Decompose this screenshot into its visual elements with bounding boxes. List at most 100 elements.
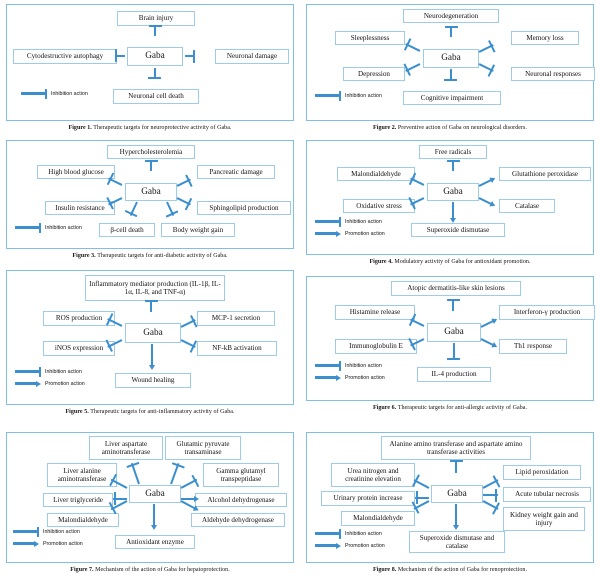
figure-7-panel: Gaba Liver aspartate aminotransferase Gl… [6,432,294,563]
legend-label-promotion: Promotion action [45,380,85,387]
legend-label-inhibition: Inhibition action [43,528,80,535]
figure-1-legend-inhibition: Inhibition action [21,88,88,99]
figure-7-connector-top-left [125,461,141,485]
figure-8-connector-upper-right [482,474,501,490]
figure-2-panel: Gaba Neurodegeneration Sleeplessness Mem… [306,4,595,121]
figure-6-legend-promotion: Promotion action [315,373,385,382]
figure-6-node-il-4-production: IL-4 production [417,367,491,382]
figure-3-node-hypercholesterolemia: Hypercholesterolemia [107,145,195,159]
figure-6-caption: Figure 6. Therapeutic targets for anti-a… [372,404,528,411]
figure-6-node-atopic-dermatitis-like-skin-lesions: Atopic dermatitis-like skin lesions [391,281,521,296]
figure-2-caption: Figure 2. Preventive action of Gaba on n… [373,124,527,131]
figure-8-node-urinary-protein-increase: Urinary protein increase [321,491,415,506]
figure-4-legend-inhibition: Inhibition action [315,216,385,227]
figure-5-panel: Gaba Inflammatory mediator production (I… [6,270,294,405]
figure-2-legend: Inhibition action [315,90,382,101]
figure-4-connector-upper-right [478,175,497,188]
figure-6: Gaba Atopic dermatitis-like skin lesions… [306,276,595,412]
figure-2-node-memory-loss: Memory loss [511,31,579,45]
figure-6-node-histamine-release: Histamine release [335,305,415,320]
figure-7-legend: Inhibition action Promotion action [13,526,83,548]
figure-6-legend: Inhibition action Promotion action [315,360,385,382]
figure-2-legend-inhibition: Inhibition action [315,90,382,101]
figure-1-center-node: Gaba [127,47,183,66]
figure-3-center-node: Gaba [125,183,177,201]
legend-label-inhibition: Inhibition action [45,224,82,231]
promotion-symbol-icon [315,229,341,238]
figure-3-panel: Gaba Hypercholesterolemia High blood glu… [6,140,294,249]
figure-8-node-acute-tubular-necrosis: Acute tubular necrosis [503,487,591,502]
figure-8-center-node: Gaba [431,485,483,503]
figure-8-connector-upper-left [411,474,430,490]
figure-6-connector-lower-right [480,337,499,350]
figure-4-connector-lower-right [478,196,497,209]
legend-label-inhibition: Inhibition action [345,530,382,537]
figure-5-connector-upper-right [180,314,198,329]
figure-7-node-antioxidant-enzyme: Antioxidant enzyme [115,535,195,549]
figure-5-connector-lower-right [180,338,198,353]
figure-8: Gaba Alanine amino transferase and aspar… [306,432,594,574]
figure-4-node-catalase: Catalase [499,199,555,213]
inhibition-symbol-icon [315,90,341,101]
promotion-symbol-icon [13,539,39,548]
figure-2-node-cognitive-impairment: Cognitive impairment [403,91,501,105]
figure-8-panel: Gaba Alanine amino transferase and aspar… [306,432,594,563]
figure-3-node-body-weight-gain: Body weight gain [161,223,235,237]
figure-8-node-superoxide-dismutase-and-catalase: Superoxide dismutase and catalase [409,531,505,553]
figure-1-caption: Figure 1. Therapeutic targets for neurop… [68,124,232,131]
figure-4: Gaba Free radicals Malondialdehyde Gluta… [306,140,594,266]
figure-7-legend-inhibition: Inhibition action [13,526,83,537]
figure-7-node-malondialdehyde: Malondialdehyde [47,513,119,527]
figure-3-connector-upper-left [106,172,123,187]
figure-6-connector-upper-right [480,316,499,329]
inhibition-symbol-icon [315,360,341,371]
figure-7-node-glutamic-pyruvate-transaminase: Glutamic pyruvate transaminase [165,436,241,460]
inhibition-symbol-icon [15,366,41,377]
figure-7-center-node: Gaba [129,485,181,503]
figure-8-node-urea-nitrogen-creatinine-elevation: Urea nitrogen and creatinine elevation [331,463,415,487]
figure-5-legend-promotion: Promotion action [15,379,85,388]
figure-8-legend-inhibition: Inhibition action [315,528,385,539]
figure-2-node-depression: Depression [343,67,405,81]
legend-label-inhibition: Inhibition action [345,362,382,369]
figure-8-node-malondialdehyde: Malondialdehyde [341,511,415,526]
figure-7-caption: Figure 7. Mechanism of the action of Gab… [70,566,230,573]
promotion-symbol-icon [315,373,341,382]
figure-3-caption: Figure 3. Therapeutic targets for anti-d… [72,252,228,259]
figure-3-connector-lower-right [176,196,193,211]
figure-7-node-alcohol-dehydrogenase: Alcohol dehydrogenase [195,493,287,507]
figure-5-node-wound-healing: Wound healing [115,373,191,388]
figure-5-node-mcp-1-secretion: MCP-1 secretion [197,311,275,326]
figure-5-node-nf-kb-activation: NF-kB activation [197,341,277,356]
figure-5-node-ros-production: ROS production [43,311,115,326]
figure-5-caption: Figure 5. Therapeutic targets for anti-i… [65,408,235,415]
figure-2: Gaba Neurodegeneration Sleeplessness Mem… [306,4,595,132]
figure-8-node-kidney-weight-gain-and-injury: Kidney weight gain and injury [503,507,585,531]
figure-3-node-beta-cell-death: β-cell death [99,223,155,237]
figure-8-node-alanine-aspartate-amino-transferase-activities: Alanine amino transferase and aspartate … [381,436,531,460]
figure-4-node-oxidative-stress: Oxidative stress [343,199,415,213]
figure-4-node-malondialdehyde: Malondialdehyde [337,167,415,181]
figure-4-center-node: Gaba [427,183,479,201]
figure-6-connector-upper-left [408,313,425,328]
figure-1: Gaba Brain injury Cytodestructive autoph… [6,4,294,132]
figure-1-node-cytodestructive-autophagy: Cytodestructive autophagy [13,49,117,64]
figure-7-node-liver-alanine-aminotransferase: Liver alanine aminotransferase [47,463,117,487]
figure-6-node-th1-response: Th1 response [499,339,567,354]
figure-7-node-liver-triglyceride: Liver triglyceride [43,493,113,507]
figure-6-legend-inhibition: Inhibition action [315,360,385,371]
figure-6-node-immunoglobulin-e: Immunoglobulin E [335,339,417,354]
figure-7: Gaba Liver aspartate aminotransferase Gl… [6,432,294,574]
figure-2-node-neurodegeneration: Neurodegeneration [403,9,499,23]
figure-4-node-superoxide-dismutase: Superoxide dismutase [411,223,505,237]
figure-3-node-sphingolipid-production: Sphingolipid production [197,201,291,215]
figure-4-connector-upper-left [408,172,425,187]
figure-3-legend-inhibition: Inhibition action [15,222,82,233]
figure-8-legend-promotion: Promotion action [315,541,385,550]
figure-6-center-node: Gaba [427,323,481,342]
figure-4-caption: Figure 4. Modulatory activity of Gaba fo… [369,258,531,265]
legend-label-promotion: Promotion action [43,540,83,547]
inhibition-symbol-icon [15,222,41,233]
figure-8-node-lipid-peroxidation: Lipid peroxidation [503,465,581,480]
